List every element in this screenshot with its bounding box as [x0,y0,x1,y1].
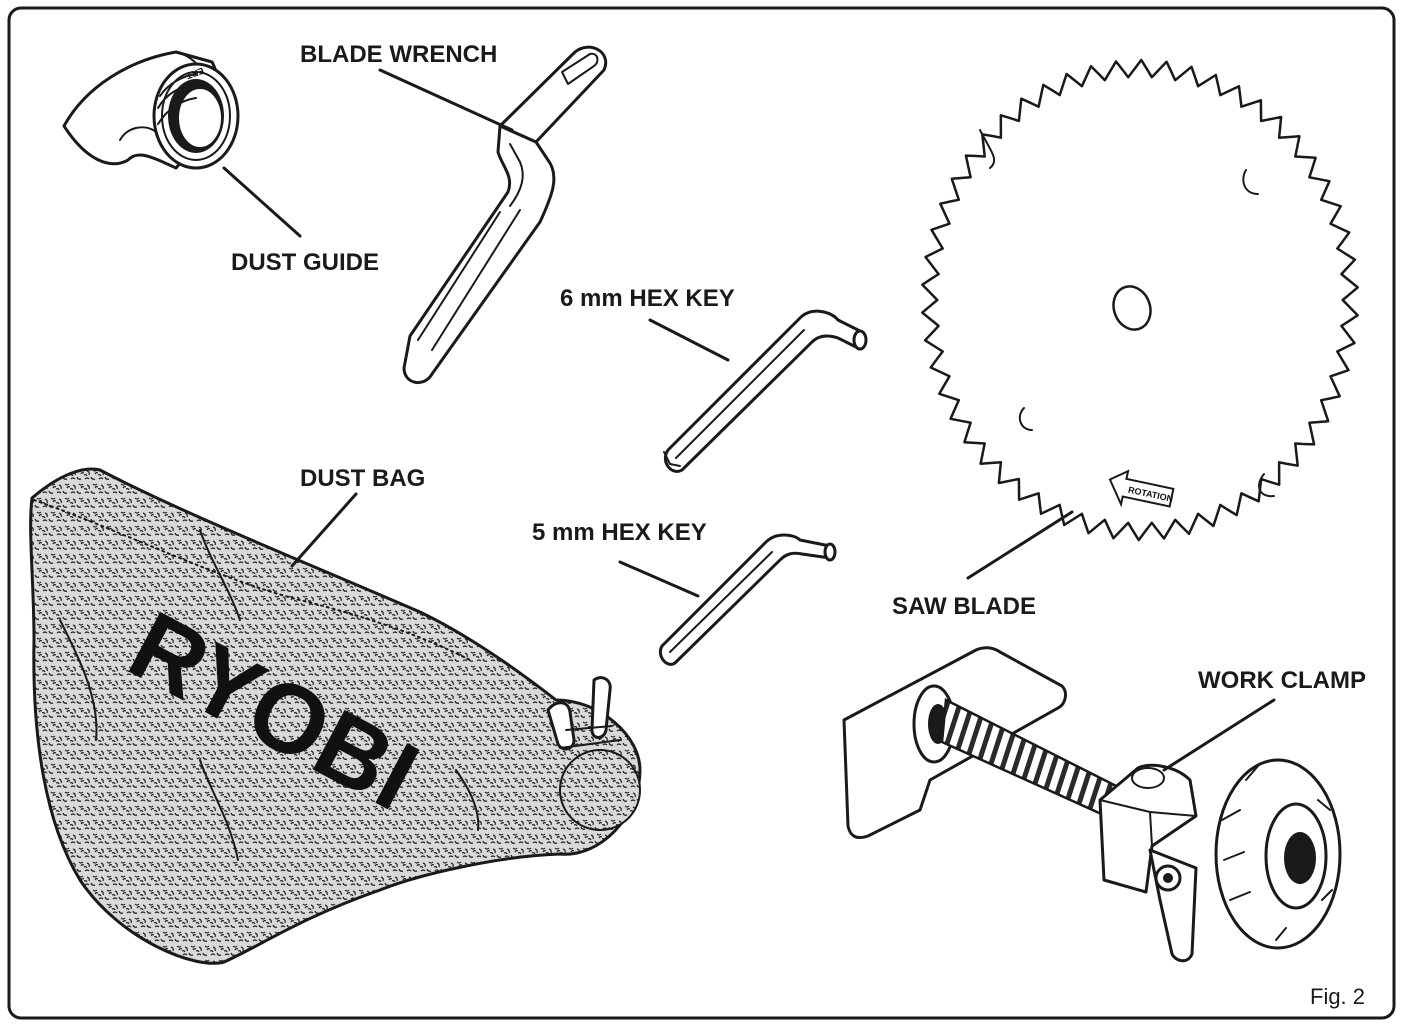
work-clamp-label: WORK CLAMP [1198,667,1366,694]
figure-border [7,6,1396,1020]
dust-bag-leader-line [290,492,358,568]
dust-guide-label: DUST GUIDE [231,249,379,276]
dust-guide-leader-line [222,166,302,238]
blade-wrench-part: BLADE WRENCH [300,41,608,384]
circular-saw-blade-icon: ROTATION [921,58,1359,542]
elbow-fitting-icon: ERT [62,50,240,170]
hex-key-6mm-leader-line [648,318,730,362]
hex-key-5mm-part: 5 mm HEX KEY [532,519,837,666]
blade-wrench-leader-line [378,68,514,132]
screw-clamp-icon [842,646,1342,963]
work-clamp-part: WORK CLAMP [842,646,1366,963]
figure-number: Fig. 2 [1310,984,1365,1009]
dust-bag-part: RYOBI DUST BAG [29,465,642,965]
saw-blade-part: ROTATION SAW BLADE [892,58,1359,620]
dust-guide-part: ERT DUST GUIDE [62,50,379,276]
wrench-icon [402,45,608,384]
hex-key-6mm-part: 6 mm HEX KEY [560,285,868,473]
hex-key-6mm-label: 6 mm HEX KEY [560,285,735,312]
dust-bag-label: DUST BAG [300,465,425,492]
saw-blade-leader-line [966,510,1074,580]
work-clamp-leader-line [1162,698,1276,772]
hex-key-icon [663,309,868,473]
saw-blade-label: SAW BLADE [892,593,1036,620]
dust-bag-icon: RYOBI [29,467,642,965]
hex-key-5mm-label: 5 mm HEX KEY [532,519,707,546]
hex-key-icon [659,533,837,666]
hex-key-5mm-leader-line [618,560,700,598]
blade-wrench-label: BLADE WRENCH [300,41,497,68]
